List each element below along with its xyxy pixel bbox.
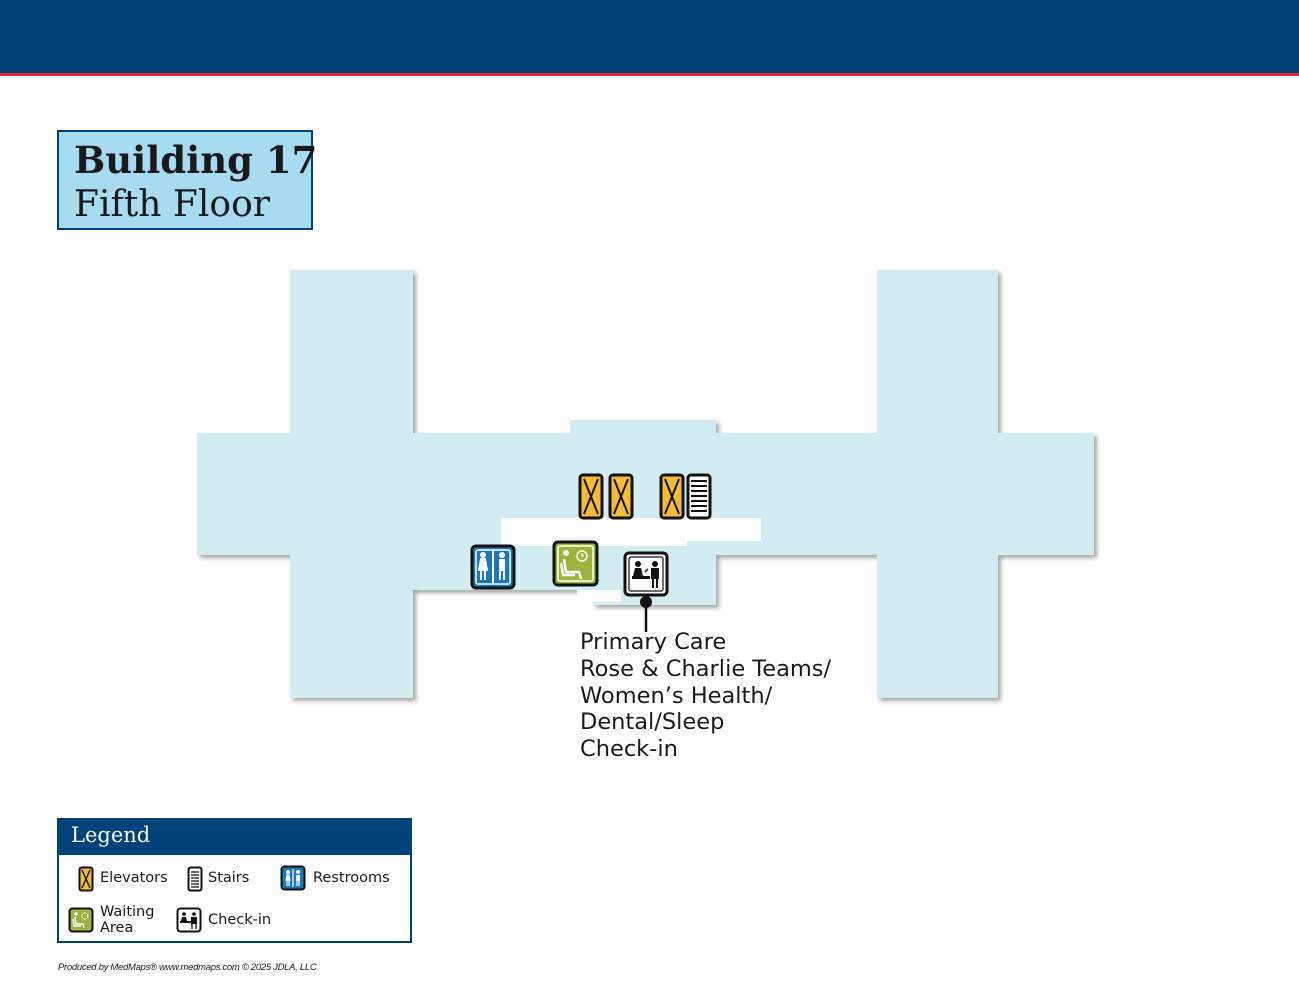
stairs-icon	[686, 473, 712, 520]
destination-line: Dental/Sleep	[580, 709, 725, 736]
destination-line: Primary Care	[580, 629, 727, 655]
legend-label-restrooms: Restrooms	[313, 870, 390, 886]
elevator-icon	[608, 473, 634, 520]
elevator-icon	[78, 866, 94, 892]
credit-line: Produced by MedMaps® www.medmaps.com © 2…	[58, 962, 317, 973]
legend-label-check-in: Check-in	[208, 912, 272, 928]
legend-label-stairs: Stairs	[208, 870, 250, 886]
elevator-icon	[578, 473, 604, 520]
stairs-icon	[187, 866, 203, 892]
legend-header: Legend	[59, 820, 410, 855]
destination-label: Primary Care Rose & Charlie Teams/ Women…	[580, 629, 831, 763]
header-bar	[0, 0, 1299, 73]
destination-marker	[640, 596, 652, 608]
elevator-icon	[659, 473, 685, 520]
building-title: Building 17	[74, 138, 318, 182]
floor-plan-building	[197, 270, 1094, 698]
corridor-white	[501, 518, 761, 541]
check-in-icon	[176, 907, 202, 933]
check-in-icon	[623, 551, 669, 597]
destination-line: Rose & Charlie Teams/	[580, 655, 832, 682]
waiting-area-icon	[68, 907, 94, 933]
restroom-icon	[470, 544, 516, 590]
header-rule	[0, 73, 1299, 76]
destination-line: Check-in	[580, 736, 678, 763]
legend-title: Legend	[71, 823, 151, 847]
title-box: Building 17 Fifth Floor	[57, 130, 317, 230]
restroom-icon	[280, 865, 306, 891]
destination-line: Women’s Health/	[580, 682, 773, 709]
floor-title: Fifth Floor	[74, 184, 270, 225]
legend-label-elevators: Elevators	[100, 870, 168, 886]
legend: Legend Elevators Stairs Restrooms Waitin…	[57, 818, 412, 943]
waiting-area-icon	[552, 540, 599, 587]
